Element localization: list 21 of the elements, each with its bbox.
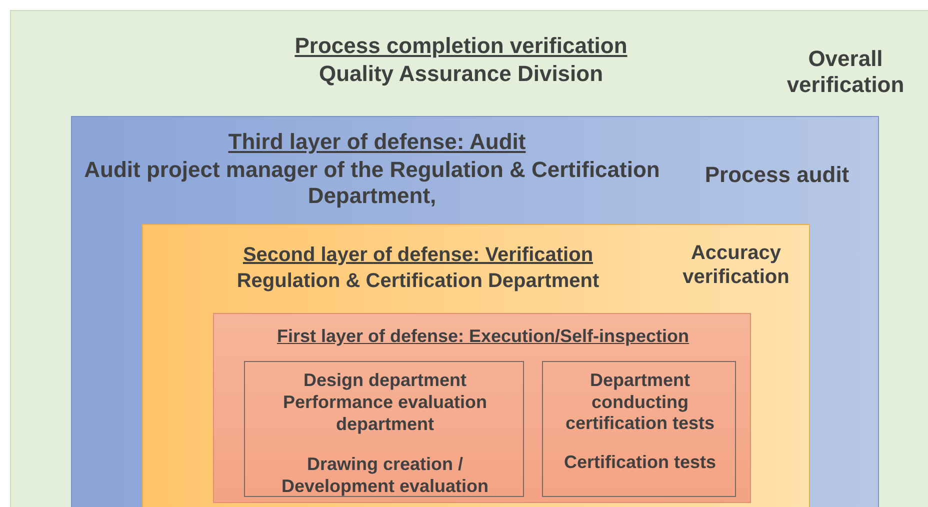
group-box <box>542 361 736 497</box>
department-label: Design department <box>302 370 468 392</box>
side-label: Accuracy verification <box>682 241 790 289</box>
layer-panel <box>71 116 879 507</box>
side-label: Overall verification <box>786 46 906 99</box>
subheading: Audit project manager of the Regulation & Certification Department, <box>83 157 661 210</box>
subheading: Regulation & Certification Department <box>236 269 600 293</box>
department-label: Performance evaluation department <box>282 392 488 436</box>
heading: Second layer of defense: Verification <box>242 243 594 267</box>
subheading: Quality Assurance Division <box>318 61 604 88</box>
layer-panel <box>142 224 810 507</box>
task-label: Certification tests <box>562 452 718 474</box>
side-label: Process audit <box>704 162 850 188</box>
group-box <box>244 361 524 497</box>
outer-panel <box>10 10 928 507</box>
heading: Third layer of defense: Audit <box>227 129 527 156</box>
layer-panel <box>213 313 751 503</box>
heading: Process completion verification <box>294 33 628 60</box>
task-label: Drawing creation / Development evaluation <box>280 454 490 498</box>
department-label: Department conducting certification tests <box>564 370 716 435</box>
heading: First layer of defense: Execution/Self-inspection <box>276 326 690 348</box>
